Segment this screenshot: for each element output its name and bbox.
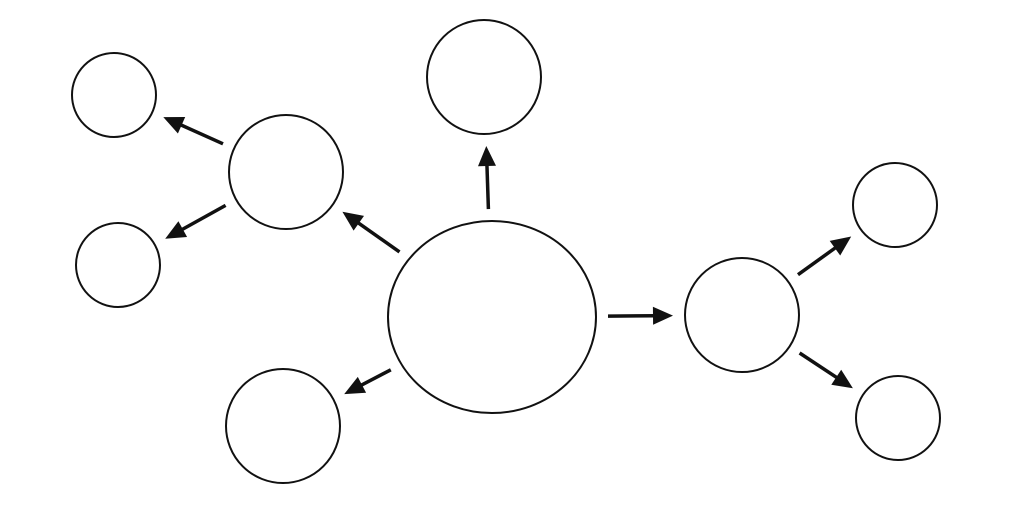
- node-circle: [71, 52, 157, 138]
- node-circle: [225, 368, 341, 484]
- arrow-center-to-top: [478, 146, 496, 210]
- node-circle: [426, 19, 542, 135]
- node-far-right-bottom: [855, 375, 941, 461]
- arrow-center-to-upper-left: [342, 211, 401, 254]
- node-right: [684, 257, 800, 373]
- arrowhead: [344, 376, 367, 395]
- arrow-upper-left-to-far-left-bottom: [165, 203, 227, 239]
- arrow-center-to-lower-left: [344, 368, 392, 395]
- arrowhead: [165, 221, 188, 239]
- arrow-shaft: [356, 220, 401, 254]
- arrow-right-to-far-right-bottom: [798, 351, 853, 389]
- arrowhead: [478, 146, 496, 167]
- node-circle: [684, 257, 800, 373]
- arrow-shaft: [178, 122, 224, 146]
- arrow-upper-left-to-far-left-top: [163, 117, 224, 146]
- arrowhead: [831, 369, 853, 389]
- node-upper-left: [228, 114, 344, 230]
- node-lower-left: [225, 368, 341, 484]
- arrow-center-to-right: [607, 306, 673, 325]
- node-top: [426, 19, 542, 135]
- node-far-left-top: [71, 52, 157, 138]
- node-far-left-bottom: [75, 222, 161, 308]
- arrow-shaft: [798, 351, 839, 380]
- node-circle: [228, 114, 344, 230]
- node-circle: [75, 222, 161, 308]
- nodes-layer: [71, 19, 941, 484]
- arrow-shaft: [485, 163, 491, 210]
- node-circle: [387, 220, 597, 414]
- arrow-shaft: [359, 368, 392, 388]
- arrowhead: [829, 236, 852, 256]
- node-circle: [855, 375, 941, 461]
- node-far-right-top: [852, 162, 938, 248]
- node-circle: [852, 162, 938, 248]
- edges-layer: [163, 117, 853, 395]
- arrow-shaft: [180, 203, 227, 232]
- arrowhead: [163, 117, 186, 134]
- node-center: [387, 220, 597, 414]
- arrowhead: [652, 306, 673, 325]
- arrow-right-to-far-right-top: [796, 236, 852, 277]
- arrowhead: [342, 211, 364, 231]
- arrow-shaft: [796, 245, 838, 277]
